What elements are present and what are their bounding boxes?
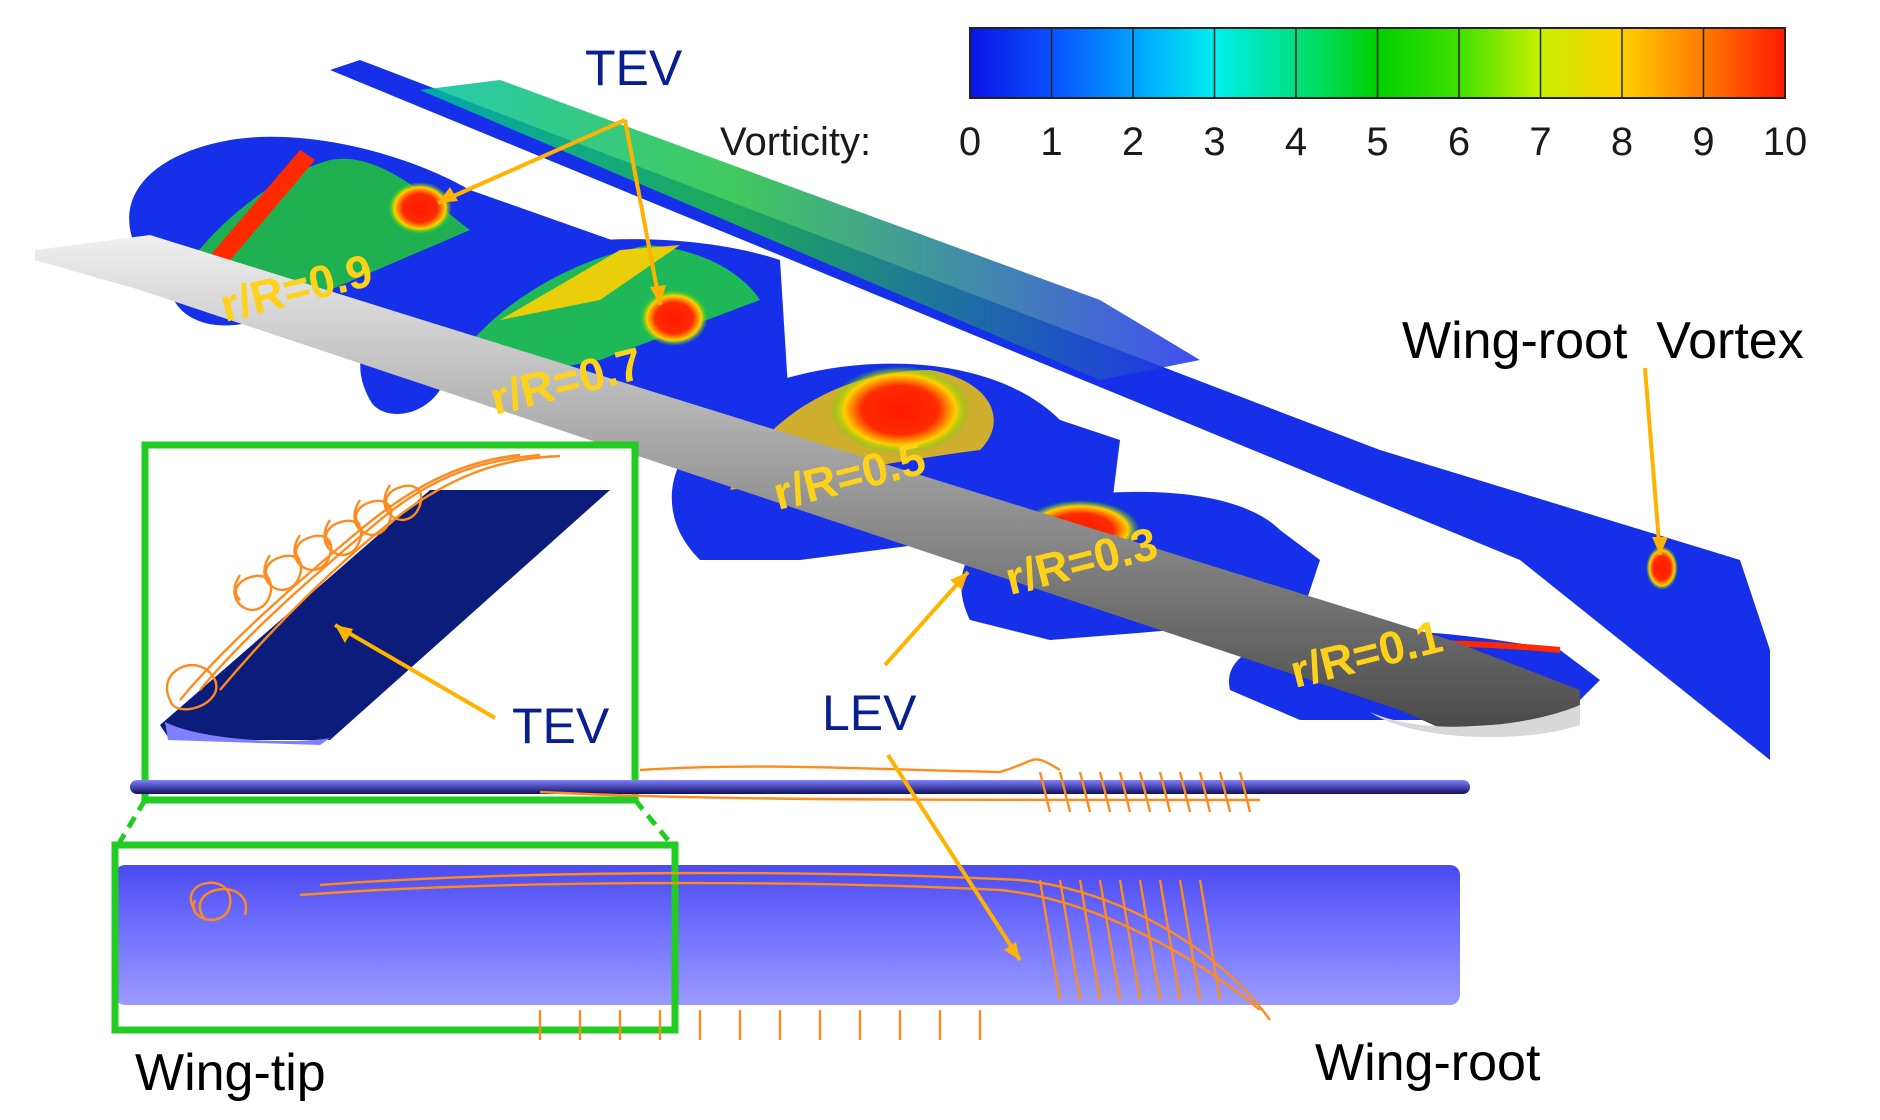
colorbar-tick-label: 3 xyxy=(1203,120,1225,164)
lev-label: LEV xyxy=(822,685,917,741)
colorbar-cell xyxy=(1051,28,1134,98)
colorbar-ticks: 0 1 2 3 4 5 6 7 8 9 10 xyxy=(959,120,1807,164)
colorbar-tick-label: 6 xyxy=(1448,120,1470,164)
wing-root-vortex-label: Wing-root Vortex xyxy=(1402,312,1804,370)
colorbar-cell xyxy=(1377,28,1460,98)
colorbar-cell xyxy=(1296,28,1378,98)
colorbar-tick-label: 7 xyxy=(1529,120,1551,164)
colorbar-cell xyxy=(1703,28,1786,98)
colorbar: Vorticity: 0 1 2 3 4 5 6 7 8 9 10 xyxy=(720,27,1807,164)
inset-wing xyxy=(160,490,610,740)
annotations: TEV TEV LEV Wing-root Vortex Wing-tip Wi… xyxy=(135,40,1804,1102)
colorbar-cell xyxy=(1133,28,1215,98)
colorbar-tick-label: 9 xyxy=(1692,120,1714,164)
planform-streamlines xyxy=(189,871,1271,1040)
colorbar-cell xyxy=(1214,28,1297,98)
colorbar-tick-label: 2 xyxy=(1122,120,1144,164)
colorbar-frame xyxy=(969,27,1786,99)
tev-inset-label: TEV xyxy=(512,698,610,754)
colorbar-tick-label: 10 xyxy=(1763,120,1808,164)
colorbar-cell xyxy=(970,28,1052,98)
main-wing xyxy=(35,235,1580,738)
colorbar-cells xyxy=(970,28,1786,98)
colorbar-tick-label: 1 xyxy=(1040,120,1062,164)
colorbar-cell xyxy=(1459,28,1541,98)
inset-bottom-box xyxy=(111,841,679,1034)
colorbar-tick-label: 0 xyxy=(959,120,981,164)
inset-top xyxy=(141,441,639,804)
colorbar-cell xyxy=(1622,28,1704,98)
colorbar-tick-label: 8 xyxy=(1611,120,1633,164)
wing-root-label: Wing-root xyxy=(1315,1034,1541,1092)
bottom-wing xyxy=(111,798,1460,1040)
side-view xyxy=(130,758,1470,813)
colorbar-cell xyxy=(1540,28,1623,98)
colorbar-title: Vorticity: xyxy=(720,120,871,164)
colorbar-tick-label: 4 xyxy=(1285,120,1307,164)
annotation-arrows xyxy=(333,118,1668,962)
colorbar-tick-label: 5 xyxy=(1366,120,1388,164)
side-streamlines xyxy=(539,758,1261,813)
tev-top-label: TEV xyxy=(585,40,683,96)
wing-tip-label: Wing-tip xyxy=(135,1044,326,1102)
inset-streamlines xyxy=(166,453,561,711)
